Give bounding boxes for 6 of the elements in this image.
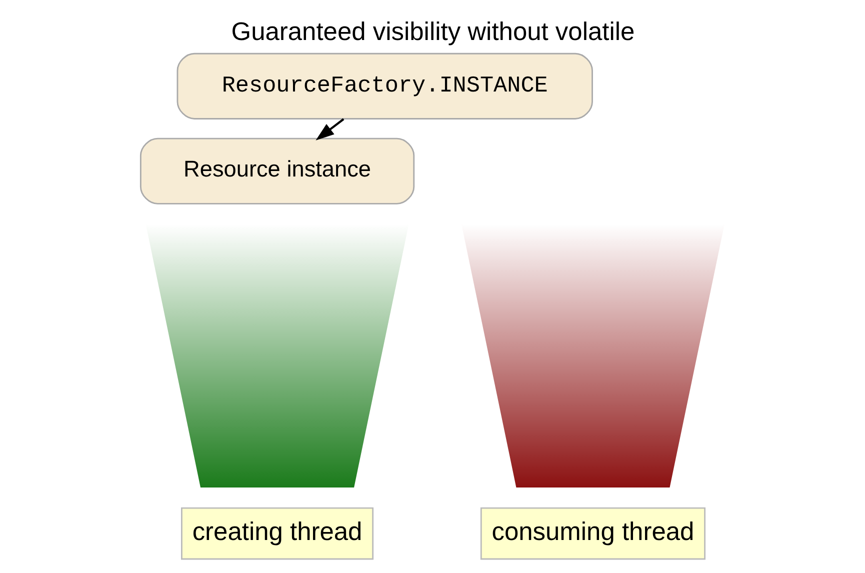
diagram-title: Guaranteed visibility without volatile [230,18,634,46]
node-box: creating thread [180,507,374,560]
node-box: consuming thread [480,507,706,560]
node-box: Resource instance [139,138,414,204]
arrow [315,118,344,140]
node-box: ResourceFactory.INSTANCE [176,52,592,120]
